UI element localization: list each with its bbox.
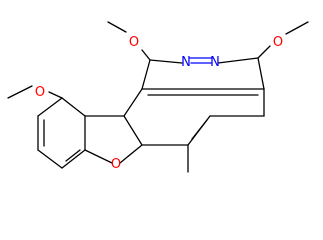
- molecule-structure: O O O O N N: [7, 21, 309, 173]
- oxygen-label-left-methoxy: O: [35, 85, 45, 100]
- bond: [37, 149, 63, 169]
- atom-labels: O O O O N N: [35, 35, 283, 172]
- oxygen-label-furan: O: [111, 157, 121, 172]
- bond: [191, 119, 208, 140]
- bond: [107, 21, 127, 33]
- bond: [84, 149, 113, 164]
- nitrogen-label-left: N: [181, 55, 191, 70]
- nitrogen-label-right: N: [210, 55, 220, 70]
- bond: [123, 115, 143, 146]
- oxygen-label-top-right: O: [273, 35, 283, 50]
- bond: [149, 59, 183, 64]
- bond: [257, 45, 271, 59]
- oxygen-label-top-left: O: [129, 35, 139, 50]
- bond: [37, 97, 63, 117]
- bond: [141, 59, 151, 90]
- bond: [285, 21, 309, 35]
- bond: [257, 57, 265, 90]
- bond: [119, 144, 143, 164]
- bond: [217, 57, 259, 64]
- bond: [141, 49, 151, 61]
- bonds: [7, 21, 309, 173]
- bond: [61, 149, 86, 169]
- bond: [65, 149, 81, 162]
- bond: [7, 85, 33, 99]
- bond: [123, 88, 143, 117]
- bond: [48, 91, 63, 99]
- bond: [61, 97, 86, 117]
